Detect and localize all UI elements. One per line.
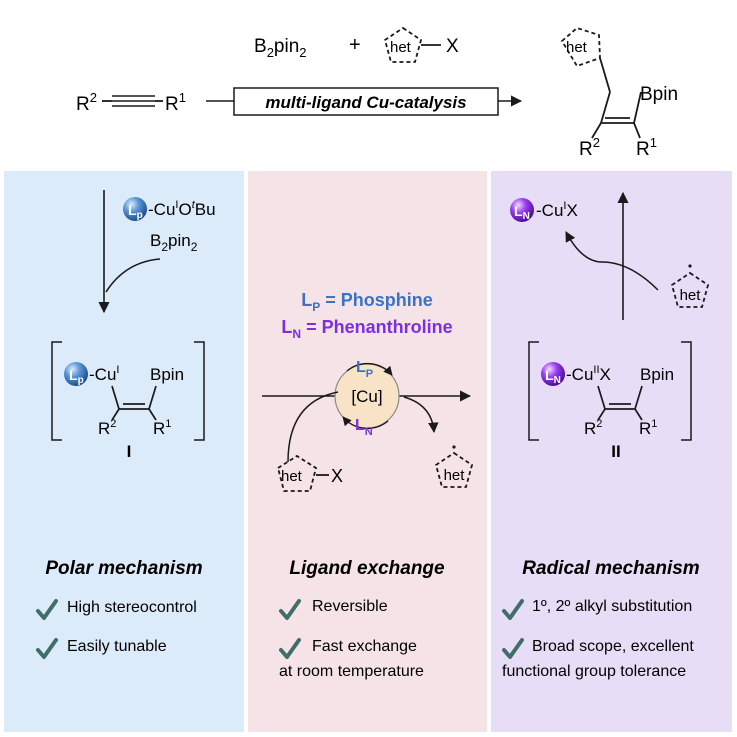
cycle-lp: LP	[356, 359, 373, 380]
ligand-exchange: LP = Phosphine LN = Phenanthroline [Cu] …	[262, 290, 474, 680]
exchange-bullet-2: Fast exchange	[312, 638, 417, 655]
polar-bpin: Bpin	[150, 365, 184, 384]
radical-bullet-1: 1º, 2º alkyl substitution	[532, 598, 692, 615]
check-icon	[502, 638, 524, 659]
exchange-het-label: het	[281, 468, 303, 485]
check-icon	[502, 599, 524, 620]
svg-text:Lp: Lp	[128, 202, 143, 221]
cycle-ln: LN	[355, 417, 373, 438]
polar-label-roman: I	[127, 442, 132, 461]
radical-bpin: Bpin	[640, 365, 674, 384]
radical-bullet-3: functional group tolerance	[502, 663, 686, 680]
svg-text:Lp: Lp	[69, 367, 84, 386]
top-b2pin2: B2pin2	[254, 36, 307, 60]
ln-ball-icon	[510, 198, 534, 222]
svg-text:LN: LN	[545, 367, 561, 386]
product-het-label: het	[566, 39, 588, 56]
top-reaction: B2pin2 + het X R2 R1 multi-ligand	[76, 26, 678, 160]
radical-panel	[491, 171, 732, 732]
exchange-title: Ligand exchange	[289, 558, 445, 579]
polar-intermediate-cu: -CuI	[89, 364, 119, 384]
polar-r1: R1	[153, 418, 171, 438]
lp-ball-icon-2	[64, 362, 88, 386]
radical-title: Radical mechanism	[522, 558, 700, 579]
top-x-label: X	[446, 36, 459, 57]
exchange-radical-het-label: het	[444, 467, 466, 484]
exchange-bullet-3: at room temperature	[279, 663, 424, 680]
product-r1: R1	[636, 135, 657, 160]
radical-r2: R2	[584, 418, 602, 438]
check-icon	[279, 599, 301, 620]
polar-r2: R2	[98, 418, 116, 438]
polar-panel	[4, 171, 244, 732]
radical-intermediate-cu: -CuIIX	[566, 364, 611, 384]
polar-b2pin2: B2pin2	[150, 231, 198, 254]
ln-ball-icon-2	[541, 362, 565, 386]
polar-title: Polar mechanism	[45, 558, 202, 579]
exchange-het-x: het X	[276, 454, 343, 492]
radical-bullet-2: Broad scope, excellent	[532, 638, 694, 655]
polar-mechanism: Lp -CuIOtBu B2pin2 Lp -CuI Bpin R2 R1 I …	[36, 190, 216, 659]
svg-text:LN: LN	[514, 203, 530, 222]
radical-product-cu: -CuIX	[536, 200, 578, 220]
lp-ball-icon	[123, 197, 147, 221]
product-r2: R2	[579, 135, 600, 160]
exchange-bullet-1: Reversible	[312, 598, 388, 615]
exchange-x-label: X	[331, 466, 343, 486]
catalysis-box	[233, 87, 499, 116]
top-alkyne-r2: R2	[76, 90, 97, 115]
check-icon	[36, 599, 58, 620]
radical-r1: R1	[639, 418, 657, 438]
polar-bullet-1: High stereocontrol	[67, 599, 197, 616]
polar-reagent-cu: -CuIOtBu	[148, 199, 216, 219]
radical-het-label: het	[680, 287, 702, 304]
top-het-ring: het X	[383, 26, 459, 63]
product-bpin: Bpin	[640, 84, 678, 105]
catalysis-label: multi-ligand Cu-catalysis	[265, 93, 466, 112]
cu-label: [Cu]	[351, 387, 382, 406]
ln-definition: LN = Phenanthroline	[281, 317, 452, 341]
top-product: het Bpin R2 R1	[560, 26, 678, 160]
radical-het: het	[670, 264, 710, 308]
check-icon	[36, 638, 58, 659]
top-het-label: het	[390, 39, 412, 56]
top-alkyne-r1: R1	[165, 90, 186, 115]
polar-bullet-2: Easily tunable	[67, 638, 167, 655]
radical-label-roman: II	[611, 442, 620, 461]
exchange-het-radical: het	[434, 445, 474, 488]
check-icon	[279, 638, 301, 659]
top-alkyne: R2 R1	[76, 90, 186, 115]
lp-definition: LP = Phosphine	[301, 290, 433, 314]
top-plus: +	[349, 34, 361, 56]
radical-mechanism: LN -CuIX het LN -CuIIX Bpin R2 R1 II Rad…	[502, 191, 710, 680]
